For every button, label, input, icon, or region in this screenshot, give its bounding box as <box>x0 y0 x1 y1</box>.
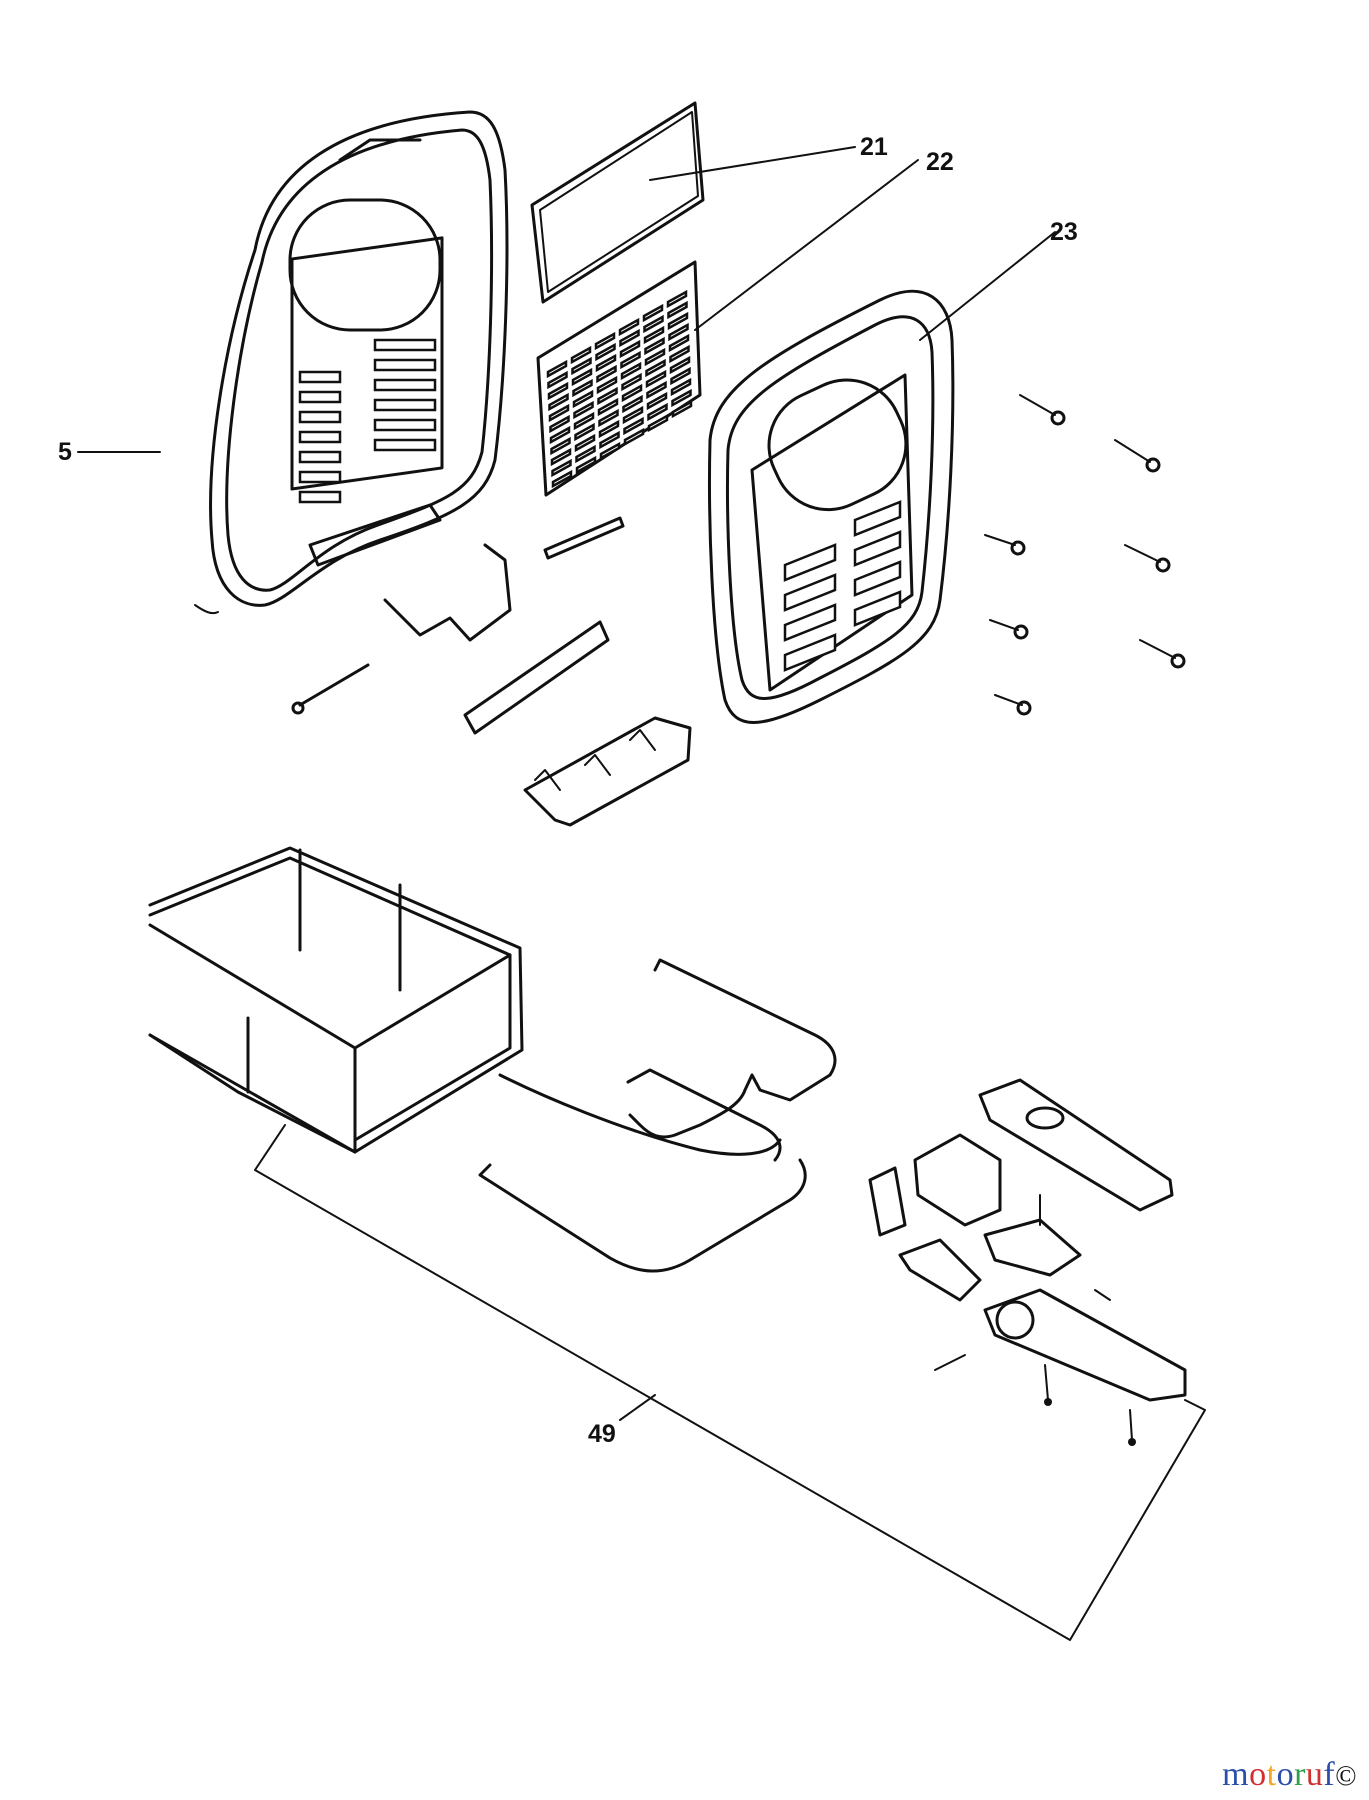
grille-slot <box>671 388 692 408</box>
grille-slot <box>623 427 645 447</box>
grille-slot <box>647 413 669 433</box>
grille-slot <box>597 386 618 406</box>
grille-slot <box>647 402 668 422</box>
grille-slot <box>598 419 620 439</box>
grille-slot <box>619 339 641 359</box>
grille-slot <box>572 389 594 409</box>
grille-slot <box>621 372 642 392</box>
grille-slot <box>646 391 668 411</box>
grille-slot <box>550 436 571 456</box>
grille-slot <box>550 447 572 467</box>
grille-slot <box>621 383 643 403</box>
grille-slot <box>642 303 664 323</box>
callout-21: 21 <box>860 133 888 161</box>
grille-slot <box>618 317 640 337</box>
grille-slot <box>574 433 596 453</box>
grille-slot <box>668 333 690 353</box>
grille-slot <box>620 361 642 381</box>
grille-slot <box>599 430 620 450</box>
grille-slot <box>670 377 692 397</box>
grille-slot <box>643 325 665 345</box>
grille-slot <box>596 375 618 395</box>
callout-23: 23 <box>1050 218 1078 246</box>
grille-slot <box>620 350 641 370</box>
grille-slot <box>645 369 667 389</box>
grille-slot <box>643 314 664 334</box>
watermark-letter: o <box>1249 1756 1267 1793</box>
grille-slot <box>622 405 644 425</box>
grille-slot <box>571 367 593 387</box>
watermark-letter: t <box>1266 1756 1277 1793</box>
leader-lines <box>77 146 1206 1641</box>
grille-slot <box>549 414 570 434</box>
grille-slot <box>574 422 595 442</box>
rear-housing-panel <box>194 110 509 615</box>
base-tray <box>148 846 524 1154</box>
filter-sheet <box>530 101 705 304</box>
grille-slot <box>671 399 693 419</box>
grille-slot <box>667 300 688 320</box>
front-housing-panel <box>708 289 955 724</box>
grille-slot <box>670 366 691 386</box>
watermark-letter: u <box>1305 1756 1324 1793</box>
screw-set-right <box>984 394 1186 716</box>
grille-slot <box>573 411 595 431</box>
control-assembly <box>868 1078 1187 1446</box>
grille-slot <box>644 347 666 367</box>
grille-slot <box>666 289 688 309</box>
grille-slot <box>575 455 597 475</box>
grille-slot <box>594 331 616 351</box>
grille-slot <box>575 444 596 464</box>
grille-slot <box>551 469 573 489</box>
grille-slot <box>598 408 619 428</box>
grille-mesh <box>536 260 702 497</box>
grille-slot <box>646 380 667 400</box>
grille-slot <box>595 342 616 362</box>
callout-5: 5 <box>58 438 72 466</box>
grille-slot <box>547 381 569 401</box>
motoruf-watermark-logo: motoruf© <box>1222 1756 1357 1794</box>
grille-slot <box>669 344 690 364</box>
grille-slot <box>667 311 689 331</box>
watermark-letter: f <box>1323 1756 1336 1793</box>
grille-slot <box>644 336 665 356</box>
wire-frame <box>478 958 837 1273</box>
front-panel-vent-slots <box>783 500 902 672</box>
grille-slot <box>570 345 592 365</box>
grille-slot <box>622 394 643 414</box>
watermark-letter: o <box>1276 1756 1295 1793</box>
watermark-copyright-badge: © <box>1335 1761 1357 1792</box>
grille-slot <box>571 356 592 376</box>
callout-49: 49 <box>588 1420 616 1448</box>
grille-slot <box>548 392 569 412</box>
small-parts-middle <box>291 516 692 827</box>
callout-22: 22 <box>926 148 954 176</box>
grille-slot <box>645 358 666 378</box>
grille-slot <box>597 397 619 417</box>
grille-slot <box>551 458 572 478</box>
grille-slot <box>595 353 617 373</box>
watermark-letter: r <box>1294 1756 1306 1793</box>
grille-slot <box>599 441 621 461</box>
grille-slot <box>669 355 691 375</box>
grille-slot <box>548 403 570 423</box>
grille-slot <box>619 328 640 348</box>
rear-panel-vent-slots <box>298 338 437 504</box>
grille-slot <box>573 400 594 420</box>
grille-slot <box>572 378 593 398</box>
grille-slot <box>546 359 568 379</box>
callout-labels: 5 21 22 23 49 <box>58 133 1078 1448</box>
grille-slot <box>596 364 617 384</box>
grille-slot <box>668 322 689 342</box>
watermark-letter: m <box>1222 1756 1250 1793</box>
grille-slot <box>549 425 571 445</box>
grille-slot <box>623 416 644 436</box>
grille-slot <box>547 370 568 390</box>
